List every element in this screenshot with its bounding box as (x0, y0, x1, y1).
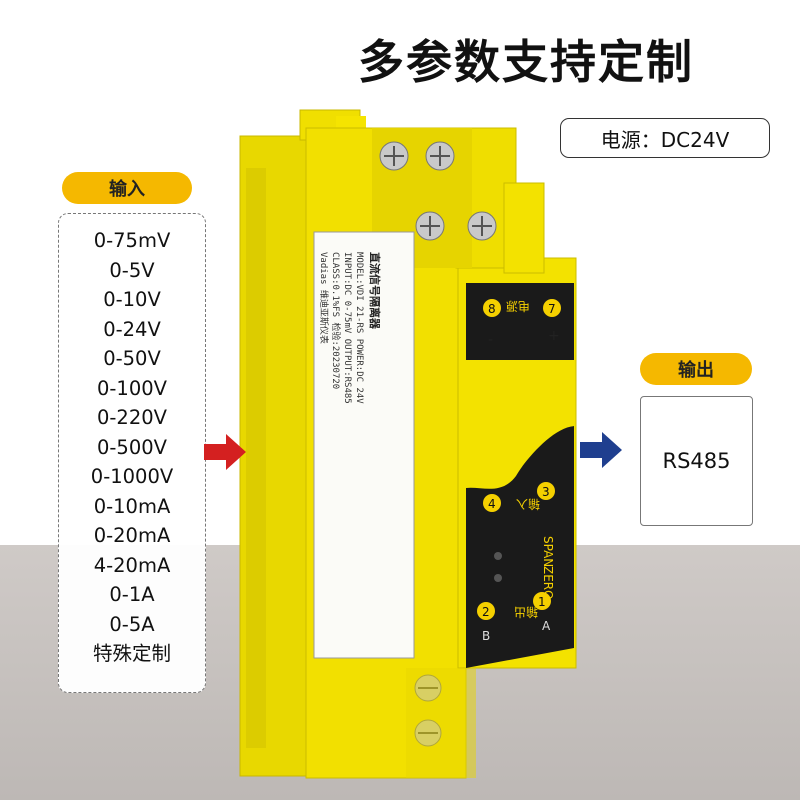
output-value: RS485 (662, 449, 731, 473)
sticker-input-line: INPUT:DC 0-75mV OUTPUT:RS485 (342, 252, 352, 404)
input-arrow-icon (204, 434, 246, 470)
input-range-item: 4-20mA (93, 553, 171, 577)
input-range-item: 0-20mA (93, 524, 171, 547)
device-back-rib (246, 168, 266, 748)
terminal-3-label: 3 (542, 485, 550, 499)
terminal-2-label: 2 (482, 605, 490, 619)
terminal-a-label: A (542, 619, 551, 633)
input-range-item: 0-5A (109, 612, 155, 636)
input-range-item: 0-50V (103, 347, 161, 370)
sticker-class-line: CLASS:0.1%FS 检验:20230720 (330, 252, 342, 389)
terminal-1-label: 1 (538, 595, 546, 609)
power-cn-label: 电源 (506, 299, 530, 313)
terminal-3-marker (537, 482, 555, 500)
minus-sign: - (488, 332, 493, 348)
sticker-model-line: MODEL:VDI 21-RS POWER:DC 24V (354, 252, 364, 404)
output-pill: 输出 (640, 353, 752, 385)
input-range-item: 0-220V (96, 406, 167, 429)
device-sticker: 直流信号隔离器 MODEL:VDI 21-RS POWER:DC 24V INP… (313, 231, 415, 659)
page-title: 多参数支持定制 (358, 35, 694, 89)
sticker-brand-line: Vadias 维迪亚斯仪表 (318, 252, 330, 344)
terminal-block-bottom (406, 668, 476, 778)
input-range-item: 0-500V (96, 435, 167, 459)
output-arrow-icon (580, 432, 622, 468)
terminal-b-label: B (482, 629, 490, 643)
screw-icon (415, 211, 445, 241)
input-range-item: 0-75mV (93, 229, 171, 252)
terminal-2-marker (477, 602, 495, 620)
isolator-device: 直流信号隔离器 MODEL:VDI 21-RS POWER:DC 24V INP… (239, 109, 577, 779)
terminal-4-marker (483, 494, 501, 512)
terminal-7-marker (543, 299, 561, 317)
output-cn-label: 输出 (514, 605, 538, 620)
span-indicator (494, 552, 502, 560)
input-pill-label: 输入 (109, 179, 145, 200)
terminal-7-label: 7 (548, 302, 556, 316)
power-spec-label: 电源：DC24V (600, 127, 730, 152)
screw-icon (467, 211, 497, 241)
input-range-item: 0-10V (103, 288, 161, 311)
terminal-1-marker (533, 592, 551, 610)
input-range-item: 0-5V (109, 258, 155, 282)
plus-sign: + (548, 328, 560, 344)
terminal-8-marker (483, 299, 501, 317)
zero-label: ZERO (541, 566, 555, 600)
input-range-item: 0-100V (96, 376, 167, 400)
input-range-list: 0-75mV 0-5V 0-10V 0-24V 0-50V 0-100V 0-2… (58, 213, 206, 693)
screw-icon (379, 141, 409, 171)
input-range-item: 0-24V (103, 317, 161, 341)
input-range-item: 0-10mA (93, 494, 171, 518)
sticker-title: 直流信号隔离器 (368, 252, 382, 330)
input-cn-label: 输入 (516, 497, 540, 512)
power-spec-box: 电源：DC24V (560, 118, 770, 158)
terminal-4-label: 4 (488, 497, 496, 511)
output-value-box: RS485 (640, 396, 753, 526)
input-range-item: 特殊定制 (92, 642, 171, 665)
input-range-item: 0-1000V (90, 465, 174, 488)
screw-icon (425, 141, 455, 171)
input-range-item: 0-1A (109, 583, 155, 606)
output-pill-label: 输出 (678, 360, 714, 381)
input-pill: 输入 (62, 172, 192, 204)
device-right-upper-2 (503, 182, 545, 274)
terminal-8-label: 8 (488, 302, 496, 316)
zero-indicator (494, 574, 502, 582)
front-yellow-wave (466, 360, 574, 489)
span-label: SPAN (541, 536, 555, 567)
